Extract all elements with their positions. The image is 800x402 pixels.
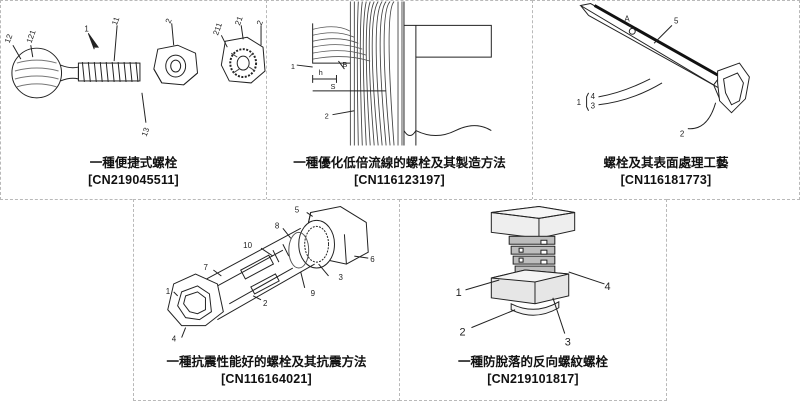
label-2-nut: 2: [164, 17, 174, 25]
patent-title[interactable]: 一種優化低倍流線的螺栓及其製造方法: [267, 155, 532, 172]
label-h: h: [319, 68, 323, 77]
label-7: 7: [203, 263, 208, 272]
patent-title[interactable]: 一種抗震性能好的螺栓及其抗震方法: [134, 354, 399, 371]
label-2: 2: [460, 327, 466, 339]
label-13: 13: [140, 126, 152, 138]
label-11: 11: [110, 15, 121, 26]
patent-title[interactable]: 螺栓及其表面處理工藝: [533, 155, 799, 172]
patent-card-1[interactable]: 12 121 1 11 2 211 21 2 13 一種便捷式螺栓 [CN219…: [0, 0, 267, 200]
label-4: 4: [591, 92, 596, 101]
patent-card-3[interactable]: A 5 1 4 3 2 螺栓及其表面處理工藝 [CN116181773]: [532, 0, 800, 200]
patent-number[interactable]: [CN219101817]: [400, 371, 666, 388]
label-3: 3: [591, 102, 596, 111]
label-3: 3: [565, 336, 571, 348]
patent-card-5[interactable]: 1 4 2 3 一種防脫落的反向螺紋螺栓 [CN219101817]: [399, 199, 667, 401]
label-12: 12: [3, 32, 15, 44]
label-2-serrated: 2: [255, 19, 265, 27]
patent-caption-1: 一種便捷式螺栓 [CN219045511]: [1, 155, 266, 189]
patent-title[interactable]: 一種防脫落的反向螺紋螺栓: [400, 354, 666, 371]
label-8: 8: [275, 221, 280, 230]
patent-number[interactable]: [CN219045511]: [1, 172, 266, 189]
label-2: 2: [263, 299, 268, 308]
patent-card-4[interactable]: 5 8 10 6 7 3 1 2 9 4 一種抗震性能好的螺栓及其抗震方法 [C…: [133, 199, 400, 401]
label-1: 1: [456, 287, 462, 299]
label-1: 1: [166, 287, 171, 296]
label-4: 4: [172, 334, 177, 343]
patent-number[interactable]: [CN116181773]: [533, 172, 799, 189]
label-1: 1: [577, 98, 582, 107]
patent-drawing-1: 12 121 1 11 2 211 21 2 13: [1, 1, 266, 146]
patent-drawing-3: A 5 1 4 3 2: [533, 1, 799, 146]
patent-caption-4: 一種抗震性能好的螺栓及其抗震方法 [CN116164021]: [134, 354, 399, 388]
patent-title[interactable]: 一種便捷式螺栓: [1, 155, 266, 172]
label-9: 9: [311, 289, 316, 298]
label-121: 121: [25, 28, 38, 44]
patent-caption-3: 螺栓及其表面處理工藝 [CN116181773]: [533, 155, 799, 189]
patent-caption-5: 一種防脫落的反向螺紋螺栓 [CN219101817]: [400, 354, 666, 388]
label-5: 5: [674, 16, 679, 25]
label-4: 4: [604, 281, 610, 293]
patent-caption-2: 一種優化低倍流線的螺栓及其製造方法 [CN116123197]: [267, 155, 532, 189]
label-2: 2: [325, 112, 329, 121]
label-6: 6: [370, 255, 375, 264]
label-1: 1: [291, 62, 295, 71]
label-3: 3: [338, 273, 343, 282]
patent-number[interactable]: [CN116123197]: [267, 172, 532, 189]
label-B: B: [342, 60, 347, 69]
patent-drawing-4: 5 8 10 6 7 3 1 2 9 4: [134, 200, 399, 350]
patent-drawing-5: 1 4 2 3: [400, 200, 666, 350]
label-10: 10: [243, 241, 252, 250]
patent-number[interactable]: [CN116164021]: [134, 371, 399, 388]
label-2: 2: [680, 130, 685, 139]
label-5: 5: [295, 205, 300, 214]
label-S: S: [331, 82, 336, 91]
patent-card-2[interactable]: 1 h B S 2 一種優化低倍流線的螺栓及其製造方法 [CN116123197…: [266, 0, 533, 200]
label-211: 211: [211, 21, 224, 37]
label-1: 1: [84, 24, 89, 33]
label-21: 21: [233, 15, 245, 27]
label-A: A: [624, 14, 630, 23]
patent-drawing-2: 1 h B S 2: [267, 1, 532, 146]
